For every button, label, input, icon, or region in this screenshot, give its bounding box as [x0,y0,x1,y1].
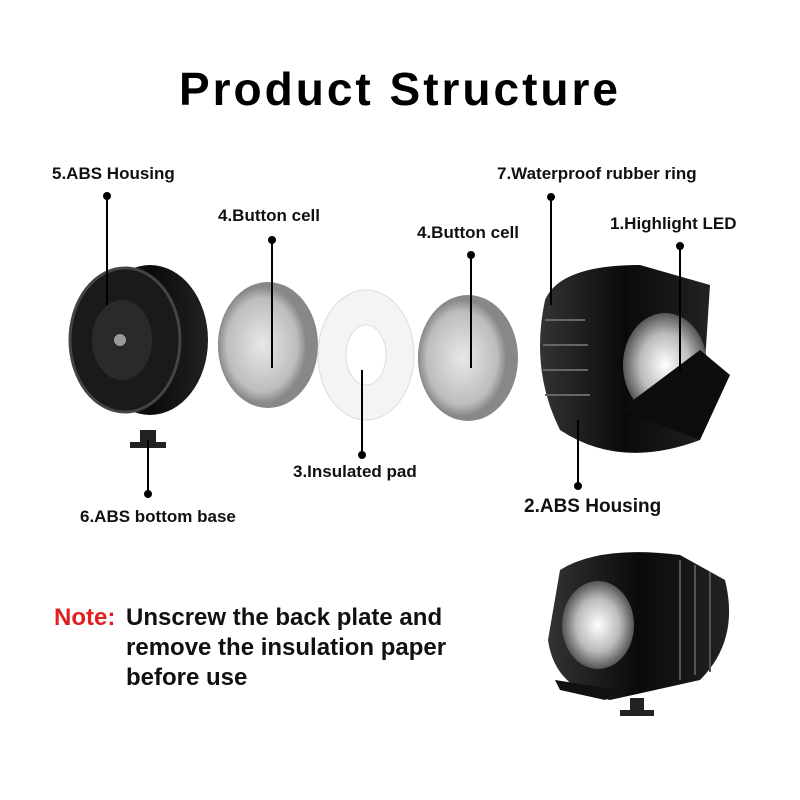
note-text: Unscrew the back plate and remove the in… [126,604,447,691]
back-housing [68,265,208,448]
insulated-pad [317,289,415,421]
label-button-cell-2: 4.Button cell [417,223,520,242]
note-block: Note: Unscrew the back plate and remove … [54,603,446,691]
assembled-light-photo [548,552,730,716]
label-abs-housing-back: 5.ABS Housing [52,164,175,183]
label-abs-housing-front: 2.ABS Housing [524,496,662,517]
button-cell-1 [218,282,318,408]
label-rubber-ring: 7.Waterproof rubber ring [497,164,697,183]
button-cell-2 [418,295,518,421]
label-button-cell-1: 4.Button cell [218,206,321,225]
leader-lines [103,192,684,498]
label-insulated-pad: 3.Insulated pad [293,462,417,481]
label-bottom-base: 6.ABS bottom base [80,507,236,526]
label-highlight-led: 1.Highlight LED [610,214,737,233]
note-label: Note: [54,604,116,631]
front-housing [540,265,730,453]
page-title: Product Structure [178,63,622,115]
